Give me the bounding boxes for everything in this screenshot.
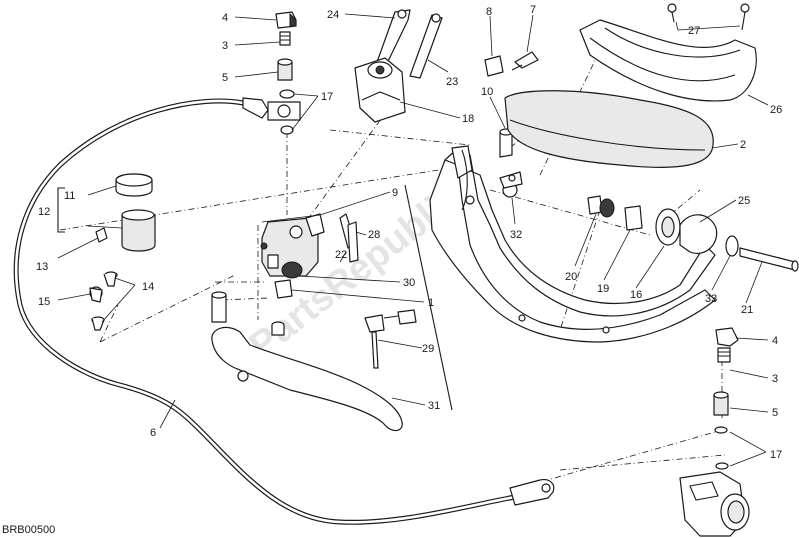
callout-13: 13	[36, 261, 48, 273]
callout-22: 22	[335, 249, 347, 261]
callout-23: 23	[446, 76, 458, 88]
callout-28: 28	[368, 229, 380, 241]
reservoir-group	[89, 173, 156, 331]
callout-5-top: 5	[222, 72, 228, 84]
leader-lines	[57, 13, 769, 467]
callout-30: 30	[403, 277, 415, 289]
callout-11: 11	[64, 190, 75, 202]
subframe	[429, 145, 716, 343]
callout-1: 1	[428, 297, 434, 309]
callout-15: 15	[38, 296, 50, 308]
callout-32: 32	[510, 229, 522, 241]
callout-20: 20	[565, 271, 577, 283]
master-cylinder-group	[211, 213, 417, 432]
seat-2	[504, 90, 714, 168]
callout-26: 26	[770, 104, 782, 116]
callout-4-top: 4	[222, 12, 228, 24]
small-parts-7-8-10	[484, 51, 539, 158]
callout-8: 8	[486, 6, 492, 18]
callout-4-bottom: 4	[772, 335, 778, 347]
callout-29: 29	[422, 343, 434, 355]
callout-19: 19	[597, 283, 609, 295]
callout-25: 25	[738, 195, 750, 207]
callout-33: 33	[705, 293, 717, 305]
callout-17-top: 17	[321, 91, 333, 103]
callout-18: 18	[462, 113, 474, 125]
callout-6: 6	[150, 427, 156, 439]
callout-21: 21	[741, 304, 753, 316]
mount-block-group	[354, 9, 443, 123]
callout-17-bottom: 17	[770, 449, 782, 461]
callout-24: 24	[327, 9, 339, 21]
callout-3-top: 3	[222, 40, 228, 52]
clutch-hose	[13, 97, 555, 525]
seat-cowl-26	[579, 3, 757, 102]
rear-bumper-parts	[499, 171, 799, 272]
callout-12: 12	[38, 206, 50, 218]
callout-27: 27	[688, 25, 700, 37]
diagram-code: BRB00500	[2, 524, 55, 536]
callout-labels: 4 3 5 17 24 23 18 8 7 10 27 26 2 25 32 2…	[36, 4, 782, 461]
callout-2: 2	[740, 139, 746, 151]
callout-3-bottom: 3	[772, 373, 778, 385]
callout-7: 7	[530, 4, 536, 16]
callout-16: 16	[630, 289, 642, 301]
callout-5-bottom: 5	[772, 407, 778, 419]
slave-cylinder-group	[679, 327, 750, 537]
callout-14: 14	[142, 281, 154, 293]
callout-10: 10	[481, 86, 493, 98]
callout-9: 9	[392, 187, 398, 199]
callout-31: 31	[428, 400, 440, 412]
